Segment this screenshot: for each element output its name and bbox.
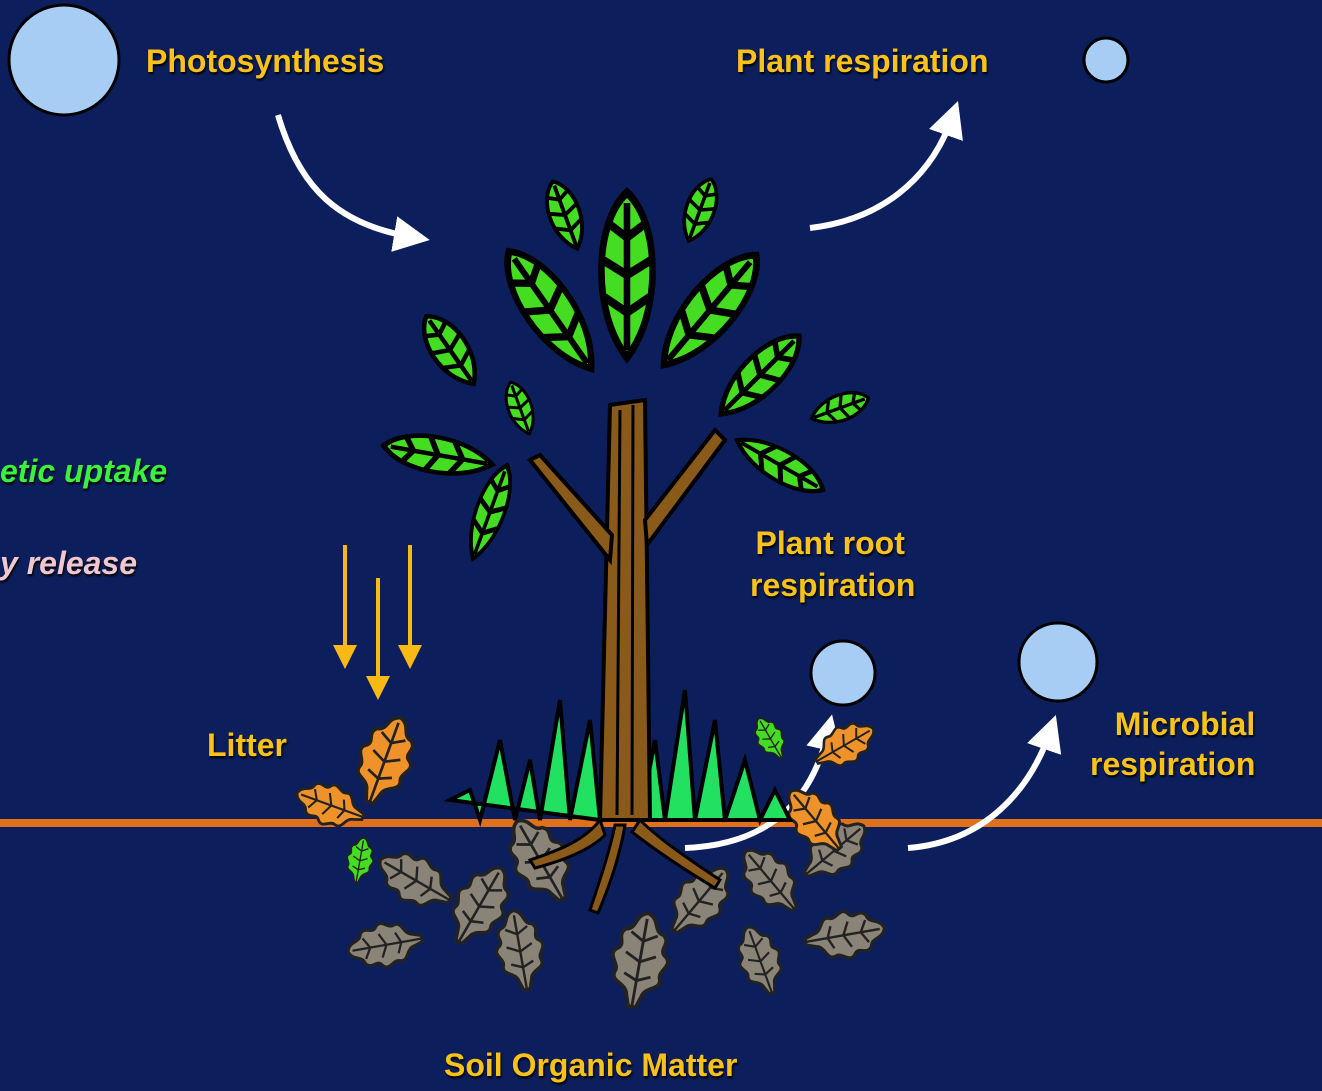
microbial-respiration-label-line1: Microbial — [1090, 704, 1280, 744]
plant-respiration-arrow — [810, 118, 952, 228]
plant-respiration-label: Plant respiration — [736, 42, 989, 80]
microbial-respiration-arrow — [908, 732, 1050, 848]
photosynthesis-co2-bubble — [9, 5, 119, 115]
root-respiration-label-line1: Plant root — [745, 522, 915, 564]
root-respiration-label: Plant root respiration — [745, 522, 915, 606]
microbial-respiration-label-line2: respiration — [1090, 744, 1310, 784]
photosynthesis-arrow — [278, 115, 412, 237]
microbial-co2-bubble — [1019, 623, 1097, 701]
litter-label: Litter — [207, 726, 287, 764]
photosynthesis-label: Photosynthesis — [146, 42, 384, 80]
respiratory-release-legend: y release — [0, 544, 137, 582]
plant-respiration-co2-bubble — [1084, 38, 1128, 82]
photosynthetic-uptake-legend: etic uptake — [0, 452, 167, 490]
root-respiration-label-line2: respiration — [750, 564, 915, 606]
soil-organic-matter-label: Soil Organic Matter — [444, 1046, 737, 1084]
microbial-respiration-label: Microbial respiration — [1090, 704, 1310, 784]
root-respiration-co2-bubble — [811, 641, 875, 705]
